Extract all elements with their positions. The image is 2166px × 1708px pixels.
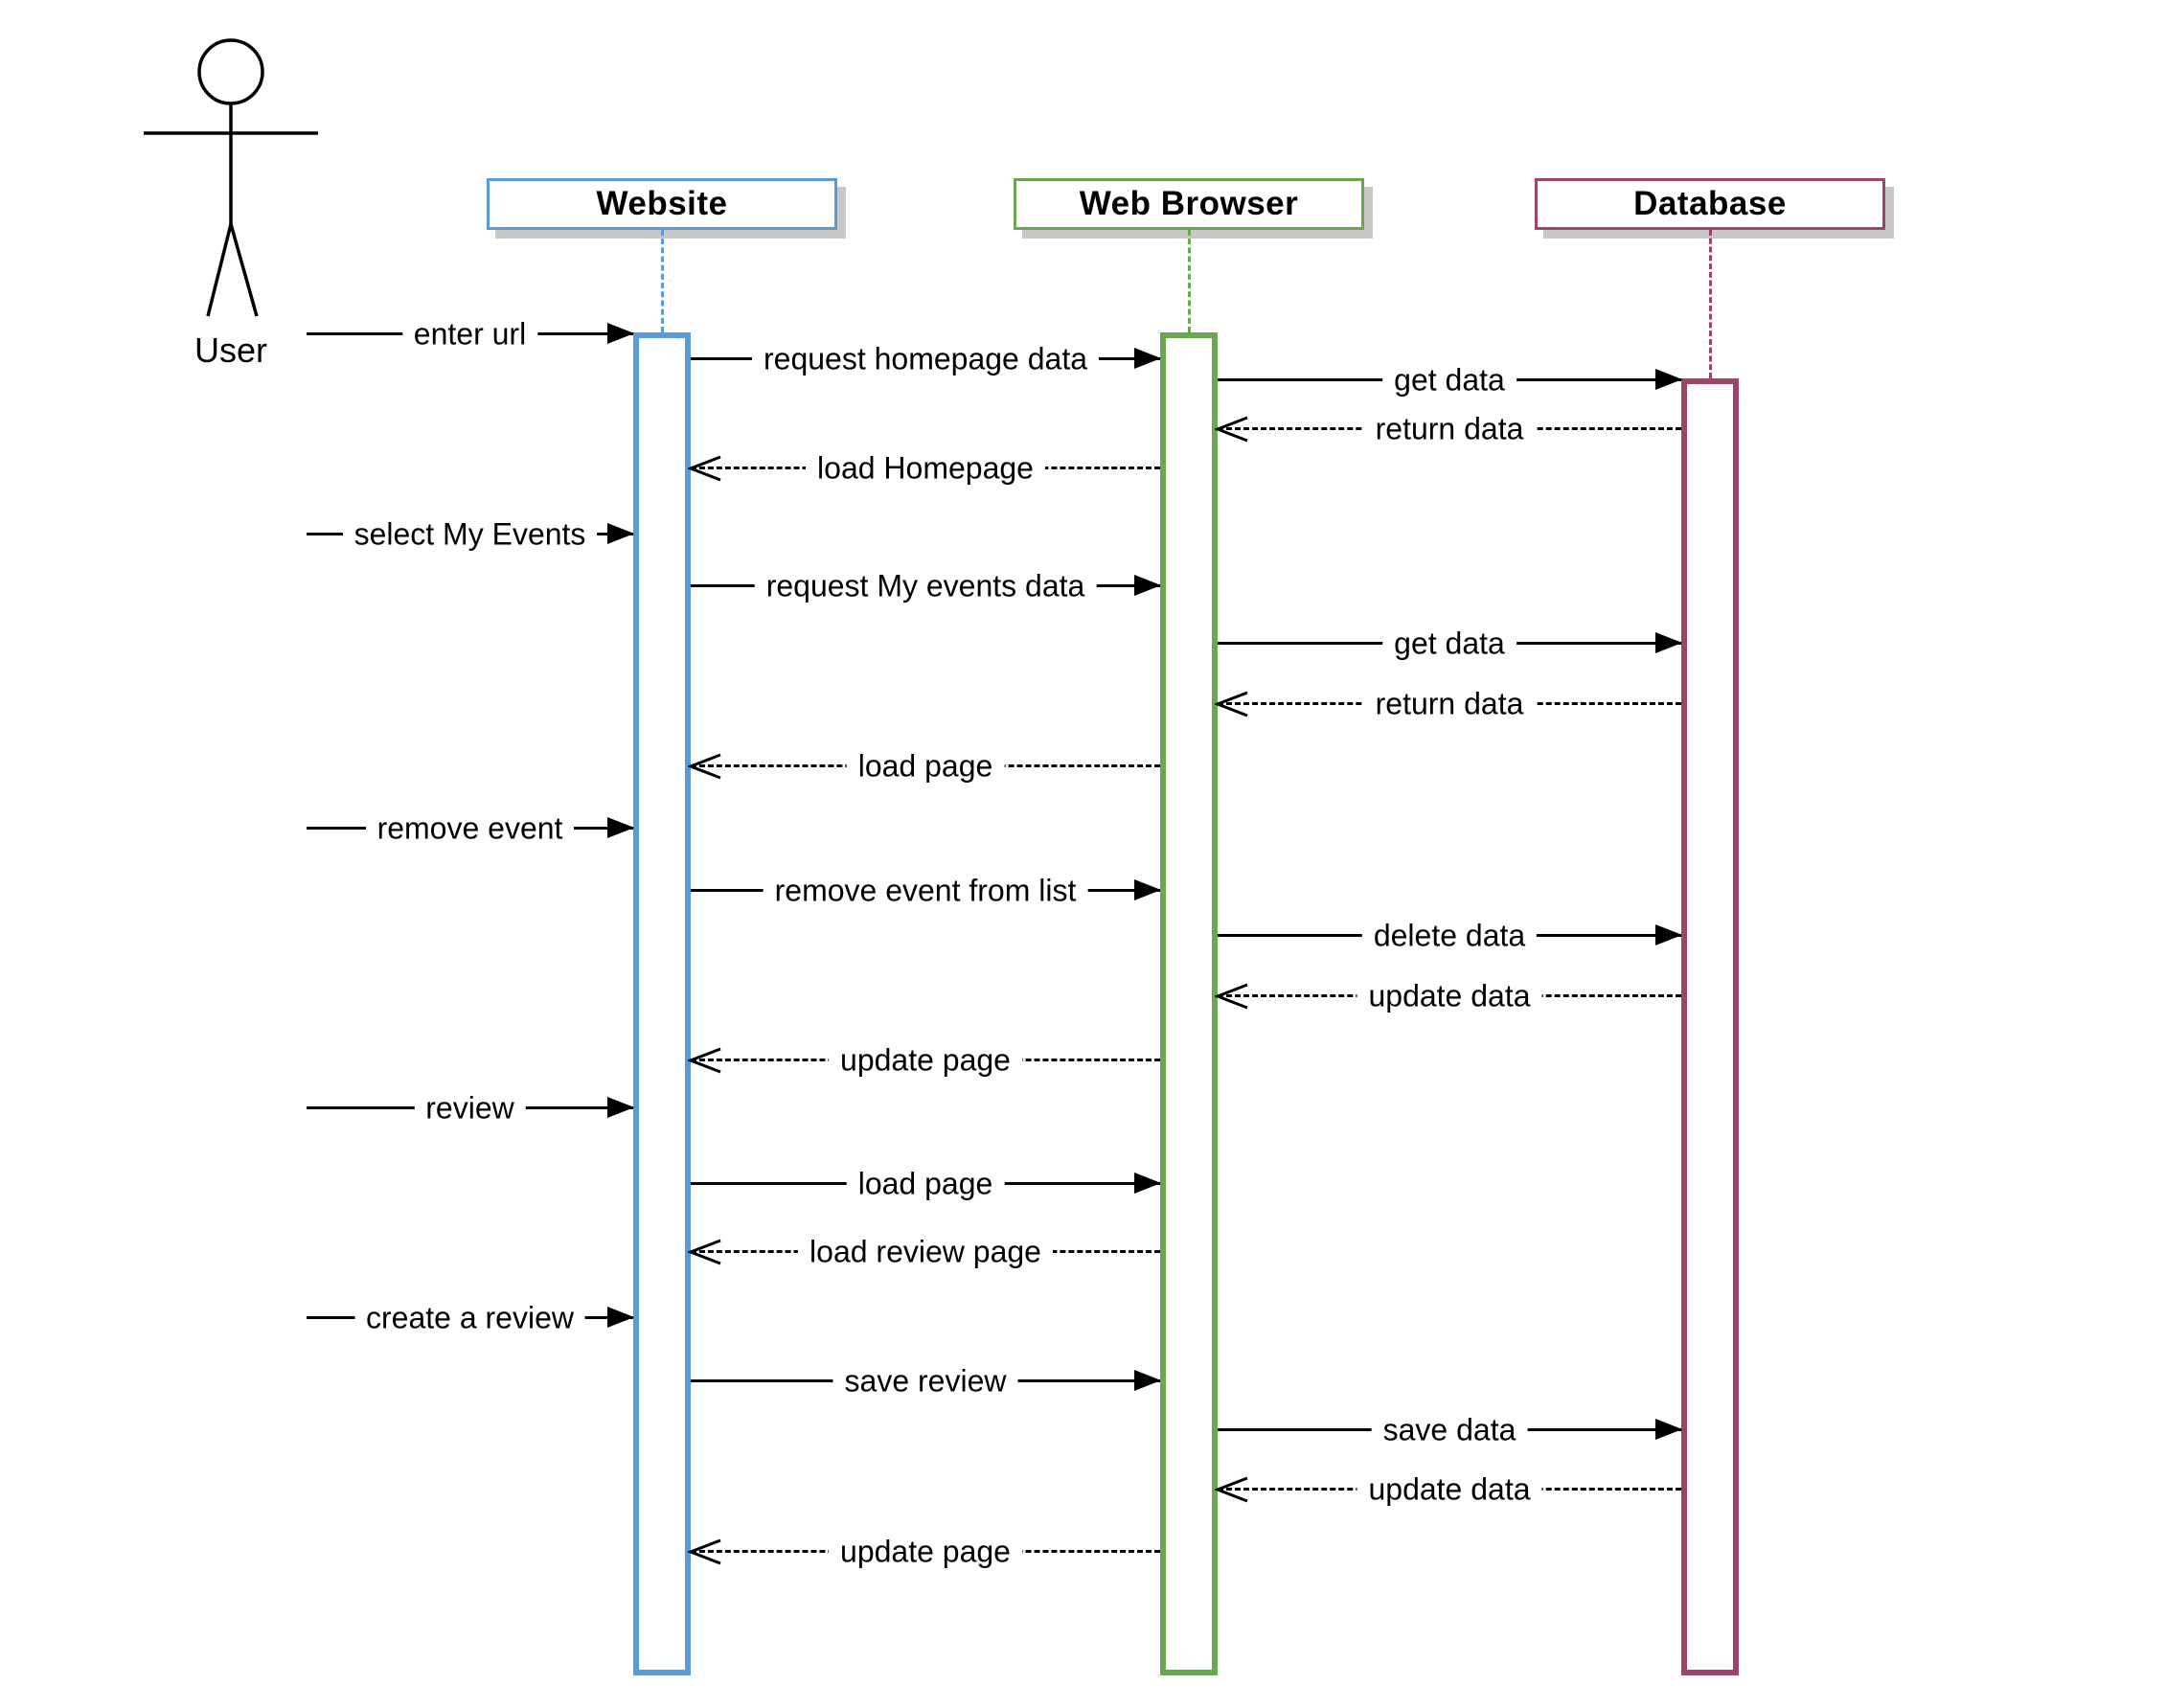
- message-label: update page: [829, 1042, 1022, 1079]
- message-label: load review page: [798, 1234, 1053, 1270]
- open-arrowhead-icon: [688, 455, 721, 482]
- filled-arrowhead-icon: [607, 523, 634, 544]
- filled-arrowhead-icon: [1655, 369, 1682, 390]
- message-label: remove event from list: [763, 873, 1088, 909]
- filled-arrowhead-icon: [607, 1307, 634, 1328]
- message-label: update data: [1357, 978, 1542, 1014]
- actor-label: User: [194, 330, 267, 370]
- lifeline-header-database: Database: [1535, 178, 1885, 230]
- message-label: save review: [832, 1363, 1018, 1400]
- message-label: request homepage data: [751, 341, 1100, 377]
- open-arrowhead-icon: [1215, 1476, 1248, 1503]
- activation-bar-browser: [1160, 332, 1218, 1675]
- message-label: review: [414, 1090, 526, 1127]
- filled-arrowhead-icon: [607, 323, 634, 344]
- open-arrowhead-icon: [688, 1538, 721, 1565]
- filled-arrowhead-icon: [1134, 348, 1161, 369]
- message-label: load page: [846, 748, 1005, 785]
- open-arrowhead-icon: [1215, 416, 1248, 443]
- message-label: get data: [1382, 362, 1516, 399]
- open-arrowhead-icon: [688, 1239, 721, 1265]
- lifeline-header-website: Website: [487, 178, 837, 230]
- message-label: remove event: [365, 810, 575, 847]
- filled-arrowhead-icon: [1134, 575, 1161, 596]
- filled-arrowhead-icon: [607, 817, 634, 838]
- message-label: save data: [1371, 1412, 1528, 1448]
- message-label: load Homepage: [806, 450, 1045, 487]
- filled-arrowhead-icon: [1134, 1370, 1161, 1391]
- message-label: return data: [1363, 411, 1536, 447]
- filled-arrowhead-icon: [1655, 924, 1682, 945]
- lifeline-browser: [1187, 230, 1191, 332]
- filled-arrowhead-icon: [1655, 1419, 1682, 1440]
- message-label: delete data: [1361, 918, 1538, 954]
- lifeline-database: [1708, 230, 1712, 378]
- message-label: update data: [1357, 1471, 1542, 1508]
- message-label: load page: [846, 1166, 1005, 1202]
- filled-arrowhead-icon: [1655, 632, 1682, 653]
- message-label: select My Events: [342, 516, 598, 553]
- activation-bar-database: [1681, 378, 1739, 1675]
- open-arrowhead-icon: [1215, 691, 1248, 717]
- activation-bar-website: [633, 332, 691, 1675]
- open-arrowhead-icon: [688, 1047, 721, 1074]
- message-label: create a review: [354, 1300, 585, 1336]
- open-arrowhead-icon: [1215, 983, 1248, 1010]
- filled-arrowhead-icon: [1134, 879, 1161, 900]
- lifeline-header-browser: Web Browser: [1014, 178, 1364, 230]
- filled-arrowhead-icon: [1134, 1173, 1161, 1194]
- open-arrowhead-icon: [688, 753, 721, 780]
- message-label: update page: [829, 1534, 1022, 1570]
- message-label: enter url: [401, 316, 538, 353]
- message-label: return data: [1363, 686, 1536, 722]
- actor-figure-icon: [144, 38, 318, 317]
- message-label: request My events data: [754, 568, 1097, 604]
- message-label: get data: [1382, 626, 1516, 662]
- lifeline-website: [660, 230, 664, 332]
- filled-arrowhead-icon: [607, 1097, 634, 1118]
